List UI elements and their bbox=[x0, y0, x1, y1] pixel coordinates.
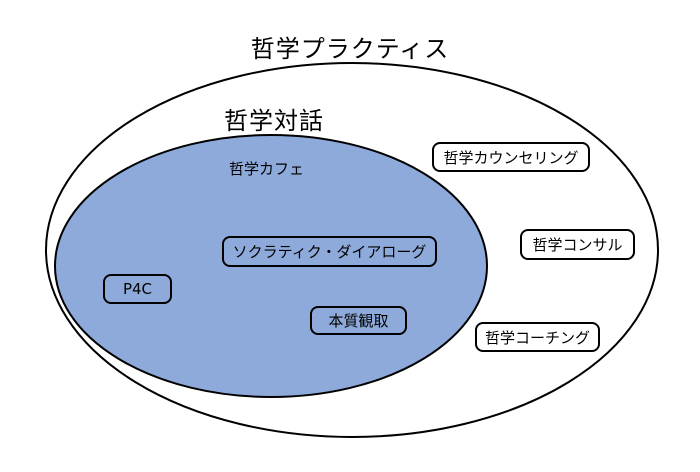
philosophy-counseling-box: 哲学カウンセリング bbox=[432, 142, 590, 172]
philosophy-cafe-label: 哲学カフェ bbox=[229, 160, 305, 178]
diagram-title: 哲学プラクティス bbox=[250, 35, 450, 63]
essence-intuition-box: 本質観取 bbox=[310, 306, 407, 335]
socratic-dialogue-box: ソクラティク・ダイアローグ bbox=[222, 236, 437, 267]
p4c-box: P4C bbox=[103, 274, 172, 304]
philosophy-coaching-box: 哲学コーチング bbox=[475, 322, 600, 352]
philosophy-dialogue-label: 哲学対話 bbox=[224, 107, 324, 135]
philosophy-consulting-box: 哲学コンサル bbox=[520, 229, 635, 260]
